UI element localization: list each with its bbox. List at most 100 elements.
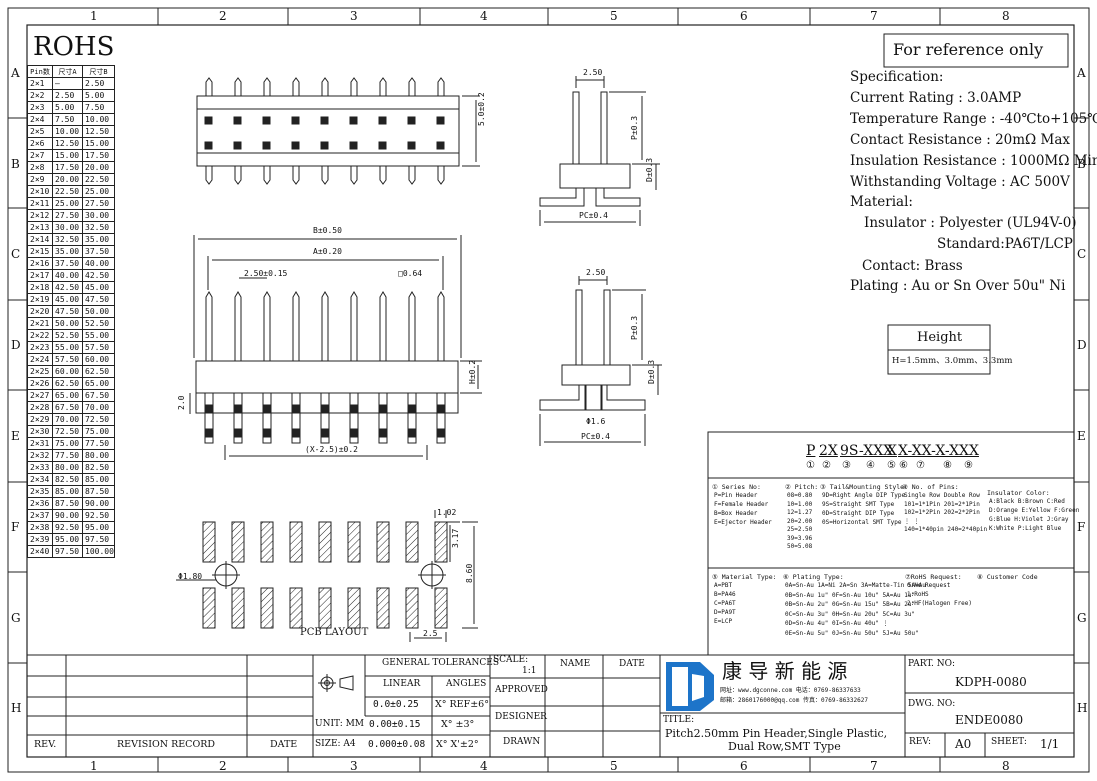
top-pin-lower [292,166,300,185]
pin-table-cell: 100.00 [82,545,115,558]
front-pin-square [407,428,417,438]
angles-label: ANGLES [446,679,487,689]
row-label-left: H [11,701,22,715]
size-label: SIZE: A4 [315,739,356,749]
title-block-lines [27,654,1074,757]
front-pin-square [262,404,272,414]
rev-value: A0 [955,737,972,751]
dim-pcb-total: 8.60 [465,563,474,583]
top-pin-square [262,116,271,125]
dim-side2-pitch: 2.50 [586,268,606,277]
pitch-item: 12=1.27 [787,509,813,516]
spec-line: Insulator : Polyester (UL94V-0) [864,215,1077,231]
dim-pin-size: □0.64 [398,269,423,278]
pin-table-cell: 65.00 [82,377,115,390]
pin-table-cell: 52.50 [82,317,115,330]
dim-pcb-gap: 2.5 [423,629,438,638]
pcb-pad-top [376,521,390,563]
insulator-color-item: D:Orange E:Yellow F:Green [989,507,1080,514]
column-label-top: 1 [90,9,98,23]
pin-table-cell: 25.00 [52,197,83,210]
scale-label: SCALE: [493,655,529,665]
pin-table-cell: 30.00 [52,221,83,234]
pcb-pad-top [347,521,361,563]
pin-table-cell: 77.50 [82,437,115,450]
pin-table-cell: 40.00 [52,269,83,282]
row-label-left: B [11,157,20,171]
pin-table-cell: 2×38 [27,521,53,534]
name-label: NAME [560,659,591,669]
pin-table-cell: 2×6 [27,137,53,150]
top-pin-lower [234,166,242,185]
part-code-marker: ① [806,460,815,471]
pitch-item: 20=2.00 [787,517,813,525]
rev-no-label: REV: [909,737,931,747]
spec-line: Withstanding Voltage : AC 500V [850,174,1070,190]
pin-table-cell: 87.50 [52,497,83,510]
top-pin-square [233,116,242,125]
pin-table-cell: 20.00 [52,173,83,186]
pcb-pad-bottom [405,587,419,629]
pin-table-cell: 15.00 [82,137,115,150]
top-pin-upper [292,77,300,96]
pin-table-cell: 2×15 [27,245,53,258]
dim-left-2: 2.0 [177,395,186,410]
top-pin-square [320,141,329,150]
pin-table-cell: 2×33 [27,461,53,474]
front-pin-square [204,404,214,414]
top-pin-upper [234,77,242,96]
pin-table-cell: 75.00 [52,437,83,450]
company-web: 网址：www.dgconne.com 电话：0769-86337633 [720,687,861,694]
tail-style-item: 0S=Horizontal SMT Type [822,519,902,526]
top-pin-lower [321,166,329,185]
side-view-bottom [539,276,662,446]
pin-table-cell: 67.50 [52,401,83,414]
dwg-no-label: DWG. NO: [908,699,956,709]
angle-tol-2: X° ±3° [441,719,475,730]
front-pin-upper [321,291,329,361]
pin-table-cell: 2×10 [27,185,53,198]
material-item: B=PA46 [714,591,736,598]
top-view [196,77,480,185]
pin-table-cell: 2×30 [27,425,53,438]
projection-symbol [318,674,354,692]
series-item: B=Box Header [714,510,758,517]
dim-side2-pc: PC±0.4 [581,432,610,441]
front-pin-square [407,404,417,414]
front-pin-upper [292,291,300,361]
front-pin-upper [263,291,271,361]
column-label-bottom: 2 [219,759,227,773]
column-label-top: 7 [870,9,878,23]
pin-count-item: 101=1*1Pin 201=2*1Pin [904,500,980,508]
pin-table-cell: 95.00 [52,533,83,546]
top-pin-square [378,141,387,150]
pin-table-cell: 2×14 [27,233,53,246]
tail-style-item: 9D=Right Angle DIP Type [822,492,906,499]
dim-h: H±0.2 [468,359,477,384]
dim-side2-phi: Φ1.6 [586,417,606,426]
front-base [195,392,459,414]
pin-count-item: 102=1*2Pin 202=2*2Pin [904,509,980,516]
top-pin-upper [263,77,271,96]
pcb-layout [176,510,478,642]
top-pin-square [320,116,329,125]
pin-count-item: 140=1*40pin 240=2*40pin [904,526,988,533]
rohs-request-item: 1:RoHS [907,591,929,598]
pin-table-cell: 7.50 [82,101,115,114]
tail-style-item: 0D=Straight DIP Type [822,510,895,517]
pin-table-cell: 2×26 [27,377,53,390]
pin-table-cell: 2×16 [27,257,53,270]
row-label-left: G [11,611,21,625]
pin-table-cell: 75.00 [82,425,115,438]
part-code-marker: ⑦ [916,460,925,471]
pin-table-cell: 30.00 [82,209,115,222]
height-value: H=1.5mm、3.0mm、3.3mm [892,356,1013,366]
